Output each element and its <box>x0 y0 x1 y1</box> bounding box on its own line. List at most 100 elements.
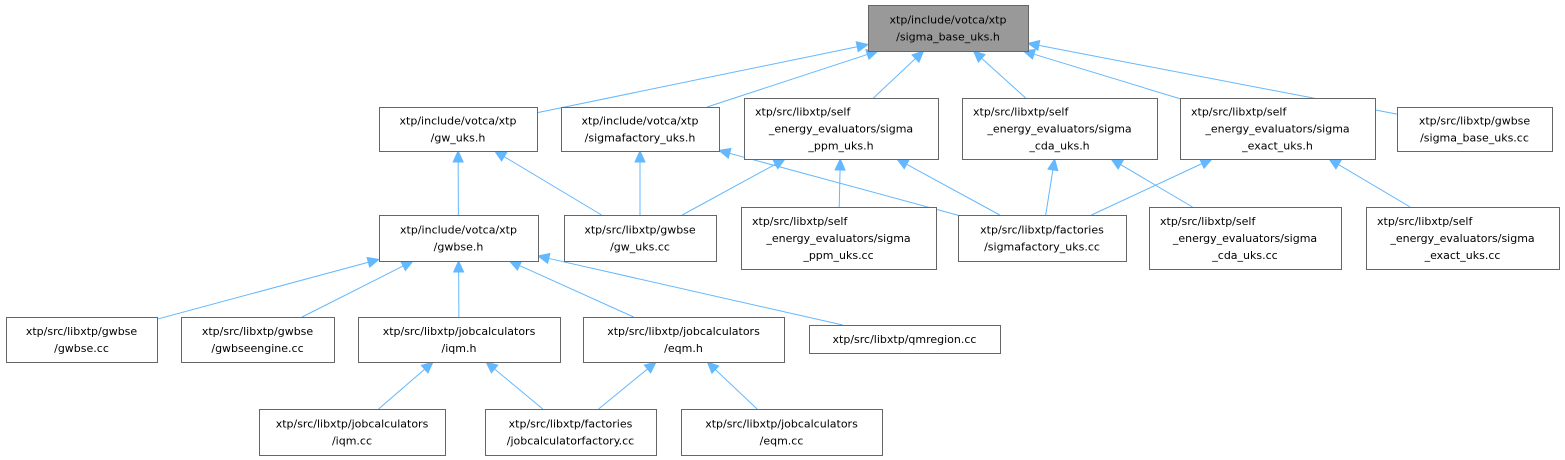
dependency-edge <box>1327 158 1411 208</box>
node-label-line: xtp/src/libxtp/jobcalculators <box>276 418 429 431</box>
dependency-edge <box>634 149 646 215</box>
dependency-edge <box>598 361 657 410</box>
node-label-line: _exact_uks.cc <box>1424 249 1501 262</box>
node-gwbse-h[interactable]: xtp/include/votca/xtp/gwbse.h <box>379 215 539 262</box>
node-label-line: xtp/src/libxtp/self <box>1377 215 1473 228</box>
node-box <box>1397 107 1553 152</box>
node-label-line: xtp/src/libxtp/jobcalculators <box>383 325 536 338</box>
node-label-line: _energy_evaluators/sigma <box>986 123 1131 136</box>
arrowhead-icon <box>834 157 846 171</box>
node-gwbseengine-cc[interactable]: xtp/src/libxtp/gwbse/gwbseengine.cc <box>181 317 335 363</box>
node-label-line: /gwbseengine.cc <box>211 342 303 355</box>
node-sigma-base-uks-cc[interactable]: xtp/src/libxtp/gwbse/sigma_base_uks.cc <box>1397 107 1553 152</box>
node-eqm-cc[interactable]: xtp/src/libxtp/jobcalculators/eqm.cc <box>681 409 883 456</box>
node-label-line: _energy_evaluators/sigma <box>765 232 910 245</box>
arrowhead-icon <box>634 149 646 163</box>
node-sigma-cda-uks-cc[interactable]: xtp/src/libxtp/self _energy_evaluators/si… <box>1149 207 1342 270</box>
arrowhead-icon <box>1327 158 1342 170</box>
node-label-line: _ppm_uks.cc <box>802 249 873 262</box>
arrowhead-icon <box>400 260 415 272</box>
node-label-line: xtp/include/votca/xtp <box>400 115 517 128</box>
node-sigma-exact-uks-h[interactable]: xtp/src/libxtp/self_energy_evaluators/si… <box>1180 98 1376 160</box>
node-label-line: xtp/src/libxtp/factories <box>980 224 1104 237</box>
node-box <box>583 317 785 363</box>
arrowhead-icon <box>911 50 925 64</box>
dependency-edge <box>717 147 959 216</box>
node-label-line: xtp/src/libxtp/factories <box>509 418 633 431</box>
node-box <box>1180 98 1376 160</box>
node-gw-uks-h[interactable]: xtp/include/votca/xtp/gw_uks.h <box>379 107 538 152</box>
node-sigmafactory-uks-h[interactable]: xtp/include/votca/xtp/sigmafactory_uks.h <box>561 107 720 152</box>
node-label-line: xtp/src/libxtp/self <box>973 106 1069 119</box>
edge-line <box>838 169 841 208</box>
node-sigma-ppm-uks-cc[interactable]: xtp/src/libxtp/self_energy_evaluators/si… <box>741 207 937 270</box>
node-box <box>741 207 937 270</box>
node-label-line: _energy_evaluators/sigma <box>1172 232 1317 245</box>
node-sigma-ppm-uks-h[interactable]: xtp/src/libxtp/self_energy_evaluators/si… <box>744 98 939 160</box>
node-label-line: xtp/src/libxtp/jobcalculators <box>705 418 858 431</box>
node-eqm-h[interactable]: xtp/src/libxtp/jobcalculators/eqm.h <box>583 317 785 363</box>
node-label-line: /gwbse.h <box>434 241 484 254</box>
node-gwbse-cc[interactable]: xtp/src/libxtp/gwbse/gwbse.cc <box>6 317 158 363</box>
node-label-line: _exact_uks.h <box>1241 140 1313 153</box>
node-label-line: /sigma_base_uks.cc <box>1420 132 1529 145</box>
node-sigma-exact-uks-cc[interactable]: xtp/src/libxtp/self_energy_evaluators/si… <box>1366 207 1560 270</box>
edge-line <box>519 265 634 318</box>
arrowhead-icon <box>452 149 464 163</box>
edge-line <box>1120 164 1193 208</box>
arrowhead-icon <box>972 50 986 63</box>
node-label-line: /jobcalculatorfactory.cc <box>507 435 634 448</box>
node-sigma-cda-uks-h[interactable]: xtp/src/libxtp/self _energy_evaluators/si… <box>962 98 1158 160</box>
node-label-line: xtp/src/libxtp/self <box>1160 215 1256 228</box>
node-label-line: /gwbse.cc <box>54 342 109 355</box>
node-qmregion-cc[interactable]: xtp/src/libxtp/qmregion.cc <box>809 325 1001 354</box>
edge-line <box>598 368 648 410</box>
node-label-line: xtp/include/votca/xtp <box>890 14 1007 27</box>
dependency-edge <box>706 361 758 410</box>
dependency-edge <box>1091 158 1213 216</box>
node-jobcalculatorfactory-cc[interactable]: xtp/src/libxtp/factories/jobcalculatorfa… <box>485 409 657 456</box>
node-box <box>809 325 1001 354</box>
node-label-line: xtp/src/libxtp/self <box>1191 106 1287 119</box>
node-label-line: /sigmafactory_uks.h <box>585 132 696 145</box>
node-label-line: _cda_uks.cc <box>1211 249 1277 262</box>
arrowhead-icon <box>420 361 434 374</box>
dependency-edge <box>493 150 602 216</box>
node-box <box>744 98 939 160</box>
edge-line <box>714 369 758 410</box>
node-iqm-cc[interactable]: xtp/src/libxtp/jobcalculators/iqm.cc <box>259 409 446 456</box>
node-label-line: /iqm.cc <box>332 435 372 448</box>
dependency-edge <box>972 50 1026 99</box>
node-label-line: /eqm.h <box>664 342 703 355</box>
arrowhead-icon <box>366 256 381 268</box>
arrowhead-icon <box>1199 158 1213 170</box>
arrowhead-icon <box>643 361 657 374</box>
node-label-line: /sigmafactory_uks.cc <box>984 241 1100 254</box>
node-box <box>358 317 561 363</box>
edge-line <box>1033 53 1181 100</box>
edge-line <box>1045 169 1054 216</box>
edge-line <box>981 57 1026 99</box>
node-sigmafactory-uks-cc[interactable]: xtp/src/libxtp/factories/sigmafactory_uk… <box>958 215 1127 262</box>
arrowhead-icon <box>536 252 551 265</box>
node-label-line: _cda_uks.h <box>1028 140 1089 153</box>
arrowhead-icon <box>855 41 870 53</box>
node-label-line: /gw_uks.h <box>431 132 486 145</box>
node-box <box>485 409 657 456</box>
node-label-line: /iqm.h <box>442 342 477 355</box>
node-iqm-h[interactable]: xtp/src/libxtp/jobcalculators/iqm.h <box>358 317 561 363</box>
node-box <box>962 98 1158 160</box>
arrowhead-icon <box>772 158 787 170</box>
node-box <box>379 107 538 152</box>
node-box <box>1149 207 1342 270</box>
arrowhead-icon <box>493 150 508 162</box>
nodes: xtp/include/votca/xtp/sigma_base_uks.hxt… <box>6 5 1560 456</box>
node-label-line: xtp/src/libxtp/qmregion.cc <box>833 333 977 346</box>
arrowhead-icon <box>895 158 910 170</box>
node-gw-uks-cc[interactable]: xtp/src/libxtp/gwbse/gw_uks.cc <box>564 215 717 262</box>
node-label-line: xtp/include/votca/xtp <box>400 224 517 237</box>
node-label-line: /sigma_base_uks.h <box>896 31 1000 44</box>
node-label-line: _energy_evaluators/sigma <box>768 123 913 136</box>
node-label-line: xtp/src/libxtp/gwbse <box>1419 115 1531 128</box>
